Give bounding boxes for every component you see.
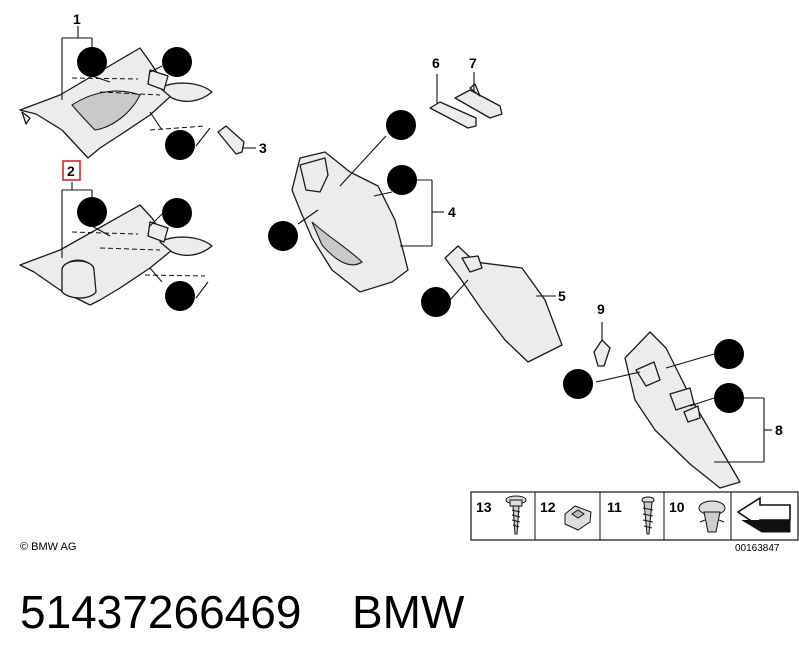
callout-13: 13: [268, 221, 298, 251]
callout-10: 10: [77, 197, 107, 227]
part-6-strip: [429, 101, 477, 129]
svg-text:10: 10: [84, 204, 101, 221]
callout-11: 11: [421, 287, 451, 317]
fastener-legend: 13 12 11 10: [470, 491, 799, 541]
legend-label-11: 11: [607, 499, 622, 515]
callout-12: 12: [162, 47, 192, 77]
legend-label-13: 13: [476, 499, 492, 515]
screw-icon: [641, 496, 655, 535]
clip-nut-icon: [564, 505, 592, 531]
callout-11: 11: [563, 369, 593, 399]
item-label-5: 5: [558, 288, 566, 304]
callout-bubbles: 10 12 11 10 12 11 12 10 13 11 12 11 10: [77, 47, 744, 413]
legend-label-12: 12: [540, 499, 556, 515]
callout-10: 10: [714, 383, 744, 413]
screw-with-washer-icon: [505, 495, 527, 535]
callout-11: 11: [165, 281, 195, 311]
svg-text:10: 10: [394, 172, 411, 189]
item-label-4: 4: [448, 204, 456, 220]
drawing-number: 00163847: [735, 543, 780, 554]
svg-text:13: 13: [275, 228, 292, 245]
svg-text:11: 11: [172, 137, 188, 154]
part-2-trim-panel: [19, 204, 213, 306]
svg-text:12: 12: [393, 117, 410, 134]
part-7-strip: [454, 83, 503, 119]
svg-text:12: 12: [721, 346, 738, 363]
direction-arrow-icon: [736, 496, 791, 533]
item-label-9: 9: [597, 301, 605, 317]
callout-11: 11: [165, 130, 195, 160]
item-label-1: 1: [73, 11, 81, 27]
callout-10: 10: [77, 47, 107, 77]
brand-name: BMW: [352, 586, 465, 638]
item-2-highlight-box: [62, 160, 81, 181]
item-label-3: 3: [259, 140, 267, 156]
part-1-trim-panel: [19, 47, 213, 159]
expanding-rivet-icon: [698, 500, 726, 533]
svg-text:11: 11: [570, 376, 586, 393]
svg-text:11: 11: [428, 294, 444, 311]
callout-12: 12: [162, 198, 192, 228]
svg-text:12: 12: [169, 54, 186, 71]
item-label-2: 2: [67, 163, 75, 179]
item-labels: 1 2 3 4 5 6 7 8 9: [62, 11, 783, 438]
callout-12: 12: [386, 110, 416, 140]
leader-lines: [61, 26, 772, 463]
callout-12: 12: [714, 339, 744, 369]
part-9-clip: [593, 322, 611, 367]
item-label-8: 8: [775, 422, 783, 438]
part-number: 51437266469: [20, 586, 302, 638]
svg-text:12: 12: [169, 205, 186, 222]
svg-text:10: 10: [721, 390, 738, 407]
legend-label-10: 10: [669, 499, 685, 515]
part-3-clip: [217, 125, 256, 155]
part-8-pillar-trim: [624, 331, 741, 489]
part-4-column-trim: [291, 151, 409, 293]
part-5-lower-panel: [444, 245, 563, 363]
svg-text:11: 11: [172, 288, 188, 305]
callout-10: 10: [387, 165, 417, 195]
item-label-6: 6: [432, 55, 440, 71]
copyright-text: © BMW AG: [20, 541, 77, 553]
item-label-7: 7: [469, 55, 477, 71]
svg-text:10: 10: [84, 54, 101, 71]
